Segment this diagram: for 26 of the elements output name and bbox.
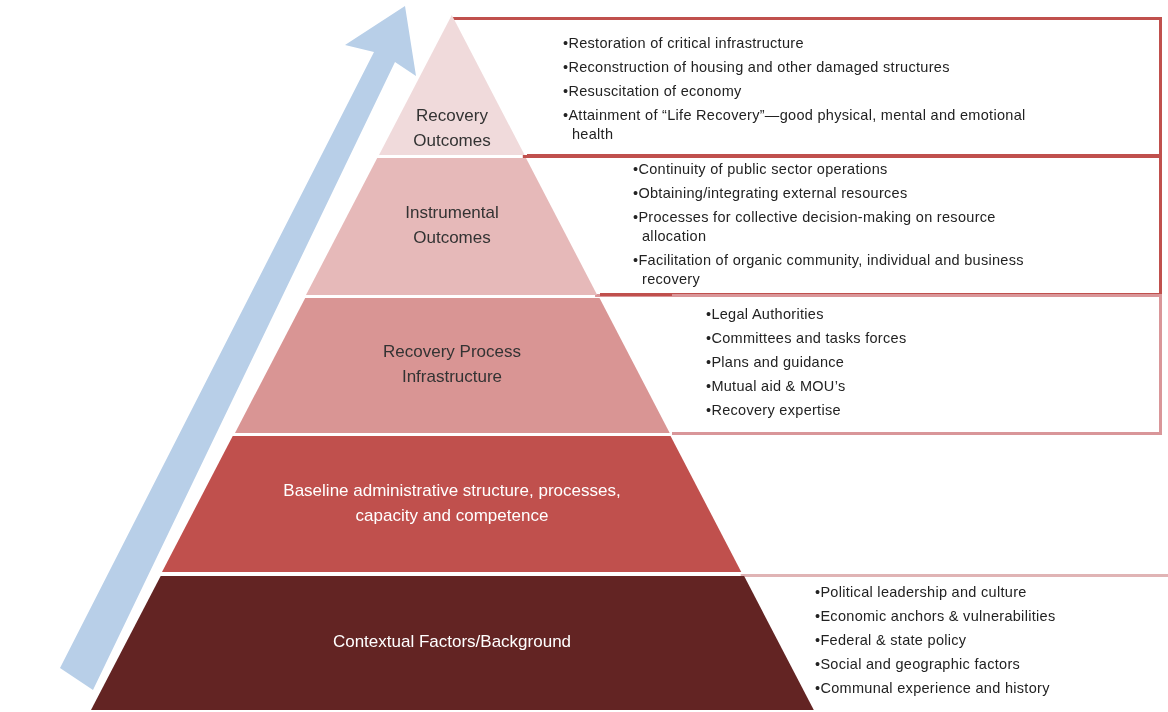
tier-label: Instrumental Outcomes — [404, 202, 500, 249]
bullet-item: •Reconstruction of housing and other damaged structures — [563, 58, 951, 77]
bullet-item: •Communal experience and history — [815, 679, 1051, 698]
bullet-item: •Plans and guidance — [706, 353, 846, 372]
bullet-item: •Economic anchors & vulnerabilities — [815, 607, 1057, 626]
tier-label: Recovery Process Infrastructure — [382, 341, 522, 388]
bullet-item: •Attainment of “Life Recovery”—good physical, mental and emotional health — [563, 106, 1027, 144]
bullet-item: •Facilitation of organic community, individual and business recovery — [633, 251, 1025, 289]
bullet-item: •Political leadership and culture — [815, 583, 1028, 602]
tier-label: Baseline administrative structure, processes, capacity and competence — [282, 480, 622, 527]
tier-label: Contextual Factors/Background — [331, 630, 573, 653]
bullet-list-box — [527, 17, 1162, 157]
bullet-item: •Federal & state policy — [815, 631, 968, 650]
bullet-list-box — [600, 155, 1162, 296]
bullet-item: •Committees and tasks forces — [706, 329, 908, 348]
bullet-item: •Restoration of critical infrastructure — [563, 34, 805, 53]
bullet-item: •Processes for collective decision-making on resource allocation — [633, 208, 997, 246]
bullet-item: •Legal Authorities — [706, 305, 825, 324]
bullet-item: •Recovery expertise — [706, 401, 842, 420]
bullet-item: •Continuity of public sector operations — [633, 160, 889, 179]
bullet-item: •Social and geographic factors — [815, 655, 1022, 674]
bullet-item: •Mutual aid & MOU’s — [706, 377, 847, 396]
tier-label: Recovery Outcomes — [412, 105, 492, 152]
bullet-item: •Obtaining/integrating external resources — [633, 184, 909, 203]
bullet-item: •Resuscitation of economy — [563, 82, 743, 101]
bullet-list-box — [672, 294, 1162, 435]
